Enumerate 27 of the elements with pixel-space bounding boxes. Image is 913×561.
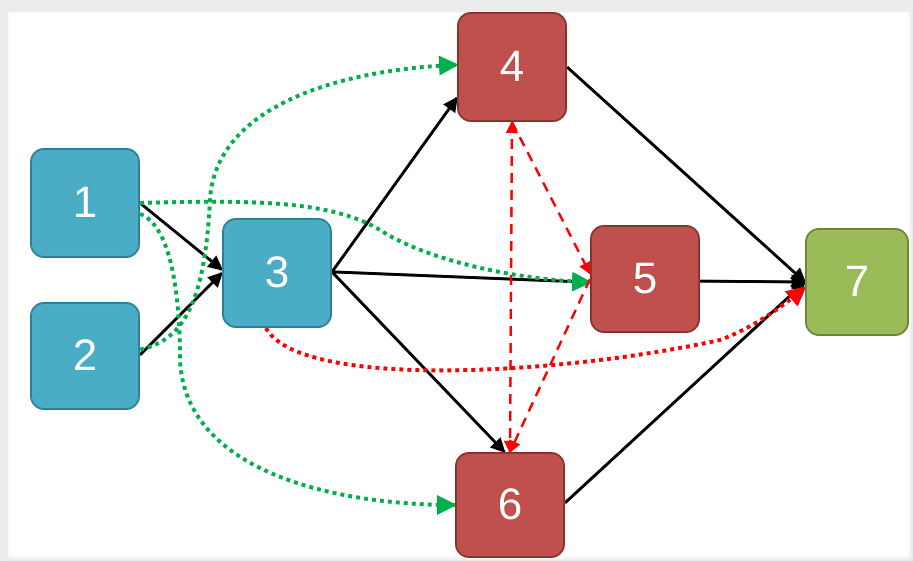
node-number: 6 — [498, 483, 522, 527]
arrow — [264, 286, 807, 372]
process-box — [30, 148, 140, 258]
arrow — [139, 56, 459, 352]
node-number: 4 — [500, 45, 524, 89]
process-box — [590, 225, 700, 333]
arrow — [566, 66, 806, 284]
arrow — [564, 280, 806, 504]
arrow — [138, 272, 224, 356]
arrow — [508, 278, 592, 454]
arrow — [139, 212, 457, 515]
node-number: 3 — [264, 251, 290, 295]
node-number: 7 — [844, 260, 870, 304]
arrow — [140, 200, 592, 292]
node-number: 5 — [632, 257, 658, 301]
node-number: 1 — [72, 181, 98, 225]
arrow — [510, 121, 592, 275]
process-box — [457, 12, 567, 122]
arrow — [504, 120, 518, 454]
process-box — [455, 452, 565, 558]
process-box — [30, 302, 140, 410]
arrow — [330, 96, 458, 273]
arrow — [139, 202, 224, 271]
node-number: 2 — [72, 334, 98, 378]
arrow — [330, 270, 506, 454]
process-box — [805, 228, 909, 336]
process-box — [222, 218, 332, 328]
